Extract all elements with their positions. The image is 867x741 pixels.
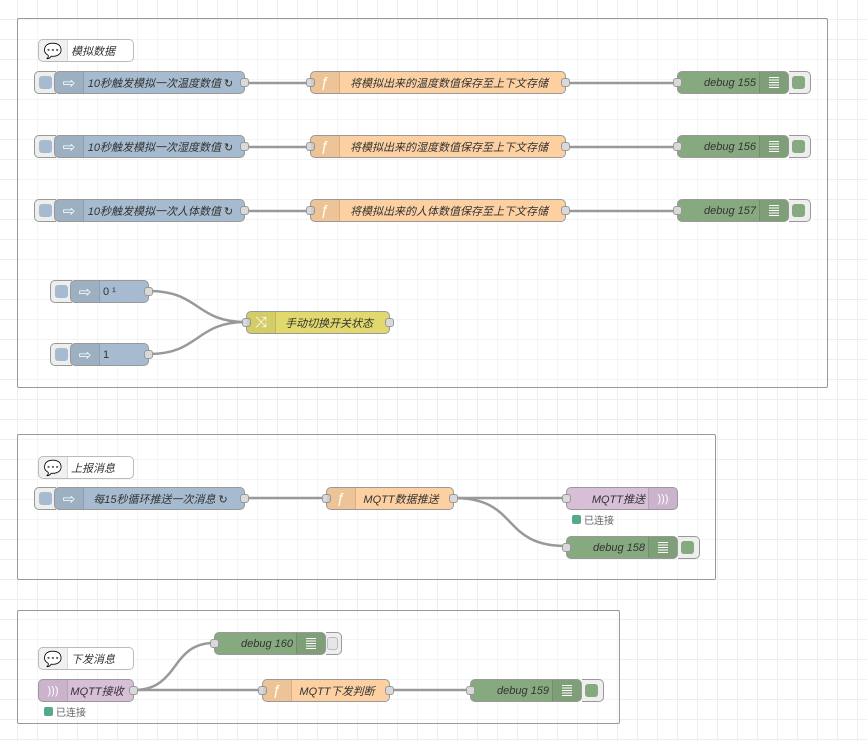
output-port[interactable] xyxy=(385,686,394,695)
output-port[interactable] xyxy=(449,494,458,503)
shuffle-icon: ⤨ xyxy=(247,312,276,333)
wire xyxy=(148,289,247,324)
output-port[interactable] xyxy=(561,78,570,87)
arrow-right-icon: ⇨ xyxy=(71,281,100,302)
wireless-icon: ))) xyxy=(648,488,677,509)
input-port[interactable] xyxy=(673,142,682,151)
inject-trigger-button[interactable] xyxy=(34,71,56,94)
debug-node[interactable]: debug 156 xyxy=(673,135,789,158)
input-port[interactable] xyxy=(673,206,682,215)
input-port[interactable] xyxy=(562,543,571,552)
debug-toggle-button[interactable] xyxy=(678,536,700,559)
inject-node[interactable]: ⇨每15秒循环推送一次消息 ↻ xyxy=(54,487,249,510)
inject-node[interactable]: ⇨10秒触发模拟一次湿度数值 ↻ xyxy=(54,135,249,158)
wireless-icon: ))) xyxy=(39,680,68,701)
function-icon: ƒ xyxy=(311,72,340,93)
arrow-right-icon: ⇨ xyxy=(71,344,100,365)
debug-toggle-button[interactable] xyxy=(326,632,342,655)
input-port[interactable] xyxy=(258,686,267,695)
debug-toggle-button[interactable] xyxy=(789,71,811,94)
input-port[interactable] xyxy=(242,318,251,327)
comment-node[interactable]: 💬上报消息 xyxy=(38,456,134,479)
comment-node[interactable]: 💬下发消息 xyxy=(38,647,134,670)
arrow-right-icon: ⇨ xyxy=(55,200,84,221)
debug-icon xyxy=(552,680,581,701)
output-port[interactable] xyxy=(144,287,153,296)
debug-icon xyxy=(759,136,788,157)
debug-icon xyxy=(648,537,677,558)
output-port[interactable] xyxy=(561,142,570,151)
wire xyxy=(453,496,567,548)
inject-trigger-button[interactable] xyxy=(50,280,72,303)
change-node[interactable]: ⤨手动切换开关状态 xyxy=(242,311,394,334)
output-port[interactable] xyxy=(240,494,249,503)
input-port[interactable] xyxy=(673,78,682,87)
wire xyxy=(133,641,215,692)
arrow-right-icon: ⇨ xyxy=(55,72,84,93)
function-icon: ƒ xyxy=(263,680,292,701)
debug-node-159[interactable]: debug 159 xyxy=(466,679,582,702)
debug-toggle-button[interactable] xyxy=(789,135,811,158)
comment-icon: 💬 xyxy=(39,648,68,669)
output-port[interactable] xyxy=(240,206,249,215)
mqtt-status: 已连接 xyxy=(572,512,614,527)
output-port[interactable] xyxy=(144,350,153,359)
mqtt-status: 已连接 xyxy=(44,704,86,719)
mqtt-in-node[interactable]: )))MQTT接收 xyxy=(38,679,138,702)
inject-trigger-button[interactable] xyxy=(34,487,56,510)
wire xyxy=(148,320,247,356)
inject-node[interactable]: ⇨10秒触发模拟一次人体数值 ↻ xyxy=(54,199,249,222)
output-port[interactable] xyxy=(240,78,249,87)
debug-node[interactable]: debug 155 xyxy=(673,71,789,94)
inject-node[interactable]: ⇨10秒触发模拟一次温度数值 ↻ xyxy=(54,71,249,94)
input-port[interactable] xyxy=(210,639,219,648)
debug-node-160[interactable]: debug 160 xyxy=(210,632,326,655)
input-port[interactable] xyxy=(562,494,571,503)
input-port[interactable] xyxy=(306,142,315,151)
inject-trigger-button[interactable] xyxy=(50,343,72,366)
inject-trigger-button[interactable] xyxy=(34,199,56,222)
debug-icon xyxy=(296,633,325,654)
function-icon: ƒ xyxy=(327,488,356,509)
debug-toggle-button[interactable] xyxy=(789,199,811,222)
arrow-right-icon: ⇨ xyxy=(55,136,84,157)
input-port[interactable] xyxy=(306,78,315,87)
output-port[interactable] xyxy=(240,142,249,151)
output-port[interactable] xyxy=(129,686,138,695)
mqtt-out-node[interactable]: MQTT推送))) xyxy=(562,487,678,510)
inject-node-1[interactable]: ⇨1 xyxy=(70,343,153,366)
comment-icon: 💬 xyxy=(39,40,68,61)
function-icon: ƒ xyxy=(311,136,340,157)
output-port[interactable] xyxy=(561,206,570,215)
debug-node[interactable]: debug 158 xyxy=(562,536,678,559)
debug-node[interactable]: debug 157 xyxy=(673,199,789,222)
comment-icon: 💬 xyxy=(39,457,68,478)
input-port[interactable] xyxy=(466,686,475,695)
inject-trigger-button[interactable] xyxy=(34,135,56,158)
output-port[interactable] xyxy=(385,318,394,327)
inject-node-0[interactable]: ⇨0 ¹ xyxy=(70,280,153,303)
input-port[interactable] xyxy=(322,494,331,503)
function-icon: ƒ xyxy=(311,200,340,221)
status-dot-icon xyxy=(44,707,53,716)
comment-node[interactable]: 💬模拟数据 xyxy=(38,39,134,62)
status-dot-icon xyxy=(572,515,581,524)
debug-icon xyxy=(759,72,788,93)
debug-icon xyxy=(759,200,788,221)
arrow-right-icon: ⇨ xyxy=(55,488,84,509)
input-port[interactable] xyxy=(306,206,315,215)
debug-toggle-button[interactable] xyxy=(582,679,604,702)
